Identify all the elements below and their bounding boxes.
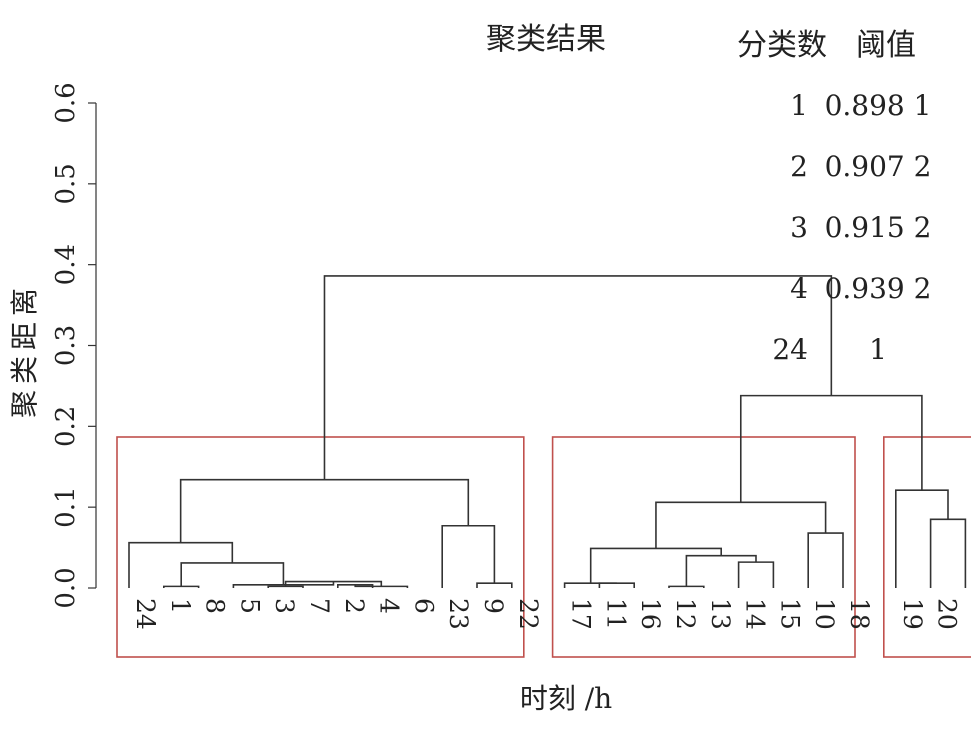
merge-link-11 <box>180 562 285 587</box>
y-tick-label-4: 0.4 <box>51 244 81 285</box>
leaf-label-8: 8 <box>201 598 230 614</box>
leaf-label-4: 4 <box>375 598 404 614</box>
y-tick-label-0: 0.0 <box>51 567 81 608</box>
y-axis-label-char-1: 类 <box>8 356 41 384</box>
leaf-label-12: 12 <box>671 598 700 630</box>
y-tick-label-5: 0.5 <box>51 163 81 204</box>
leaf-label-15: 15 <box>775 598 804 630</box>
merge-link-10 <box>232 581 335 588</box>
table-row-1-count: 1 <box>790 89 808 122</box>
merge-link-19 <box>655 501 827 549</box>
y-axis-label-char-2: 距 <box>8 322 41 350</box>
leaf-label-11: 11 <box>601 598 630 630</box>
y-tick-label-3: 0.3 <box>51 325 81 366</box>
table-header-threshold: 阈值 <box>856 28 916 63</box>
table-row-3-count: 3 <box>790 211 808 244</box>
leaf-label-5: 5 <box>235 598 264 614</box>
leaf-label-2: 2 <box>340 598 369 614</box>
cluster-box-1 <box>116 436 525 658</box>
table-row-5-threshold: 1 <box>869 333 887 366</box>
merge-link-23 <box>323 275 833 480</box>
merge-link-22 <box>739 394 923 503</box>
table-row-1-threshold: 0.898 1 <box>825 89 932 122</box>
leaf-label-21: 21 <box>967 598 971 630</box>
merge-link-9 <box>284 580 383 587</box>
leaf-label-3: 3 <box>270 598 299 614</box>
x-axis-label: 时刻 /h <box>520 682 612 715</box>
merge-link-7 <box>563 582 617 588</box>
table-row-2-threshold: 0.907 2 <box>825 150 932 183</box>
chart-title: 聚类结果 <box>486 22 606 57</box>
table-row-3-threshold: 0.915 2 <box>825 211 932 244</box>
leaf-label-9: 9 <box>479 598 508 614</box>
leaf-label-7: 7 <box>305 598 334 614</box>
y-axis-label-char-3: 离 <box>8 288 41 316</box>
cluster-box-3 <box>882 436 971 658</box>
leaf-label-16: 16 <box>636 598 665 630</box>
merge-link-17 <box>441 524 496 588</box>
y-tick-label-2: 0.2 <box>51 406 81 447</box>
leaf-label-1: 1 <box>166 598 195 614</box>
leaf-label-17: 17 <box>567 598 596 630</box>
merge-link-2 <box>163 585 200 588</box>
merge-link-1 <box>267 585 304 588</box>
leaf-label-24: 24 <box>131 598 160 630</box>
merge-link-8 <box>476 582 513 588</box>
leaf-label-13: 13 <box>706 598 735 630</box>
table-row-4-count: 4 <box>790 272 808 305</box>
merge-link-14 <box>589 547 722 584</box>
merge-link-20 <box>895 489 949 588</box>
table-row-5-count: 24 <box>772 333 808 366</box>
merge-link-16 <box>807 532 844 588</box>
table-row-2-count: 2 <box>790 150 808 183</box>
leaf-label-14: 14 <box>741 598 770 630</box>
y-axis-label-char-0: 聚 <box>8 390 41 418</box>
table-row-4-threshold: 0.939 2 <box>825 272 932 305</box>
leaf-label-6: 6 <box>409 598 438 614</box>
leaf-label-18: 18 <box>845 598 874 630</box>
cluster-box-2 <box>551 436 856 658</box>
merge-link-21 <box>179 478 470 543</box>
y-tick-label-6: 0.6 <box>51 82 81 123</box>
merge-link-12 <box>737 561 775 588</box>
merge-link-13 <box>685 554 757 587</box>
merge-link-3 <box>668 585 705 588</box>
leaf-label-10: 10 <box>810 598 839 630</box>
y-tick-label-1: 0.1 <box>51 486 81 527</box>
leaf-label-19: 19 <box>898 598 927 630</box>
leaf-label-22: 22 <box>514 598 543 630</box>
merge-link-18 <box>929 518 967 588</box>
leaf-label-23: 23 <box>444 598 473 630</box>
leaf-label-20: 20 <box>933 598 962 630</box>
table-header-count: 分类数 <box>737 28 827 63</box>
